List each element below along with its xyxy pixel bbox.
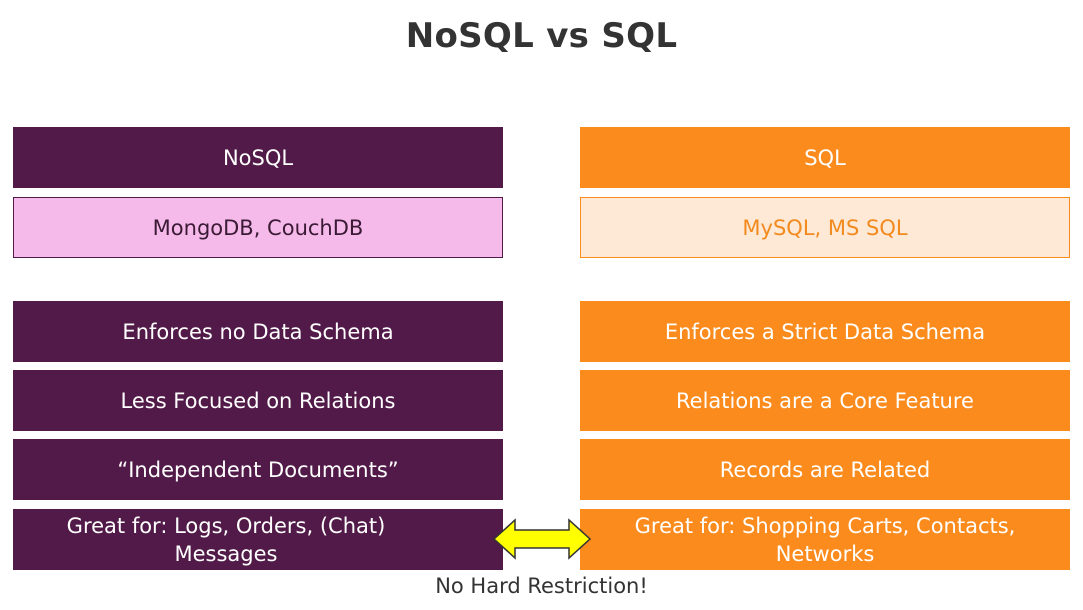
nosql-examples: MongoDB, CouchDB [13, 197, 503, 258]
page-title: NoSQL vs SQL [405, 16, 678, 56]
sql-feature-records: Records are Related [580, 439, 1070, 500]
nosql-feature-use-cases: Great for: Logs, Orders, (Chat) Messages [13, 509, 503, 570]
sql-header: SQL [580, 127, 1070, 188]
nosql-feature-relations: Less Focused on Relations [13, 370, 503, 431]
sql-feature-use-cases: Great for: Shopping Carts, Contacts, Net… [580, 509, 1070, 570]
no-restriction-label: No Hard Restriction! [435, 574, 648, 598]
nosql-feature-documents: “Independent Documents” [13, 439, 503, 500]
sql-feature-relations: Relations are a Core Feature [580, 370, 1070, 431]
nosql-feature-schema: Enforces no Data Schema [13, 301, 503, 362]
sql-feature-schema: Enforces a Strict Data Schema [580, 301, 1070, 362]
sql-examples: MySQL, MS SQL [580, 197, 1070, 258]
nosql-header: NoSQL [13, 127, 503, 188]
double-arrow-icon [493, 518, 591, 560]
